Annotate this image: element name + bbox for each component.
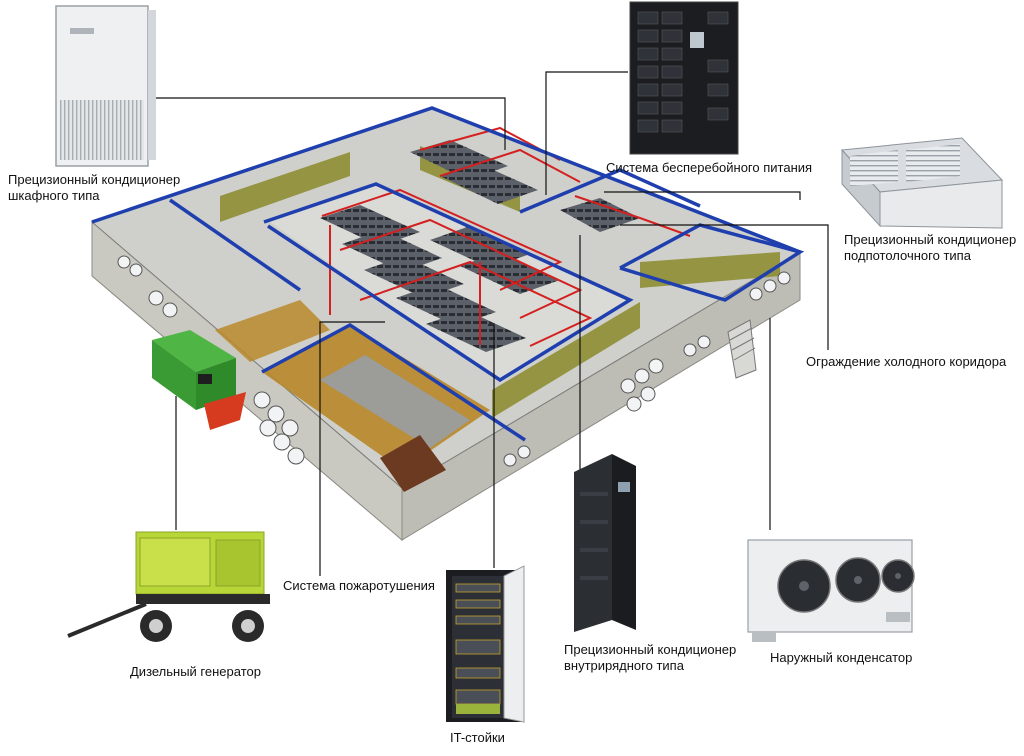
building-walls-blue	[91, 106, 805, 442]
fire-suppression-pipes	[321, 126, 691, 347]
label-ups-text: Система бесперебойного питания	[606, 160, 813, 175]
label-cold-aisle-text: Ограждение холодного коридора	[806, 354, 1007, 369]
label-cabinet-ac-line1: Прецизионный кондиционер	[8, 172, 181, 187]
cabinet-ac-unit	[55, 5, 156, 167]
label-outdoor-condenser: Наружный конденсатор	[770, 650, 912, 666]
label-inrow-ac: Прецизионный кондиционер внутрирядного т…	[564, 642, 736, 674]
label-cabinet-ac-line2: шкафного типа	[8, 188, 100, 203]
label-cabinet-ac: Прецизионный кондиционер шкафного типа	[8, 172, 180, 204]
label-ups: Система бесперебойного питания	[606, 160, 812, 176]
outdoor-condenser-unit	[747, 539, 915, 642]
staircase	[727, 319, 757, 379]
label-fire-suppression: Система пожаротушения	[283, 578, 435, 594]
label-diesel-generator: Дизельный генератор	[130, 664, 261, 680]
label-it-racks: IT-стойки	[450, 730, 505, 746]
label-ceiling-ac-line2: подпотолочного типа	[844, 248, 971, 263]
leader-ceiling-ac	[604, 191, 801, 200]
label-ceiling-ac: Прецизионный кондиционер подпотолочного …	[844, 232, 1016, 264]
label-it-racks-text: IT-стойки	[450, 730, 505, 745]
interior-wall-olive-top	[220, 152, 350, 222]
ups-cabinet	[629, 1, 739, 155]
wall-ac-units	[117, 255, 791, 467]
meeting-room-carpet	[320, 355, 470, 448]
server-rack-rows	[320, 140, 640, 352]
building	[91, 106, 805, 542]
diesel-generator-building	[152, 330, 246, 430]
leader-fire-suppression	[319, 321, 385, 576]
interior-wall-olive-right	[640, 252, 780, 288]
label-inrow-ac-line2: внутрирядного типа	[564, 658, 684, 673]
leader-it-racks	[488, 324, 495, 568]
label-outdoor-condenser-text: Наружный конденсатор	[770, 650, 913, 665]
label-diesel-generator-text: Дизельный генератор	[130, 664, 261, 679]
leader-cabinet-ac	[146, 97, 506, 150]
meeting-table	[380, 435, 446, 492]
label-cold-aisle: Ограждение холодного коридора	[806, 354, 1006, 370]
leader-lines	[146, 71, 829, 576]
leader-cold-aisle	[620, 224, 829, 350]
office-floor-left	[215, 300, 330, 362]
leader-ups	[545, 71, 628, 195]
label-ceiling-ac-line1: Прецизионный кондиционер	[844, 232, 1017, 247]
inrow-ac-unit	[574, 454, 636, 632]
interior-wall-olive-low	[492, 302, 640, 418]
it-rack	[446, 565, 525, 723]
diesel-generator-trailer	[67, 531, 270, 642]
label-inrow-ac-line1: Прецизионный кондиционер	[564, 642, 737, 657]
label-fire-suppression-text: Система пожаротушения	[283, 578, 435, 593]
ceiling-ac-unit	[840, 137, 1004, 229]
